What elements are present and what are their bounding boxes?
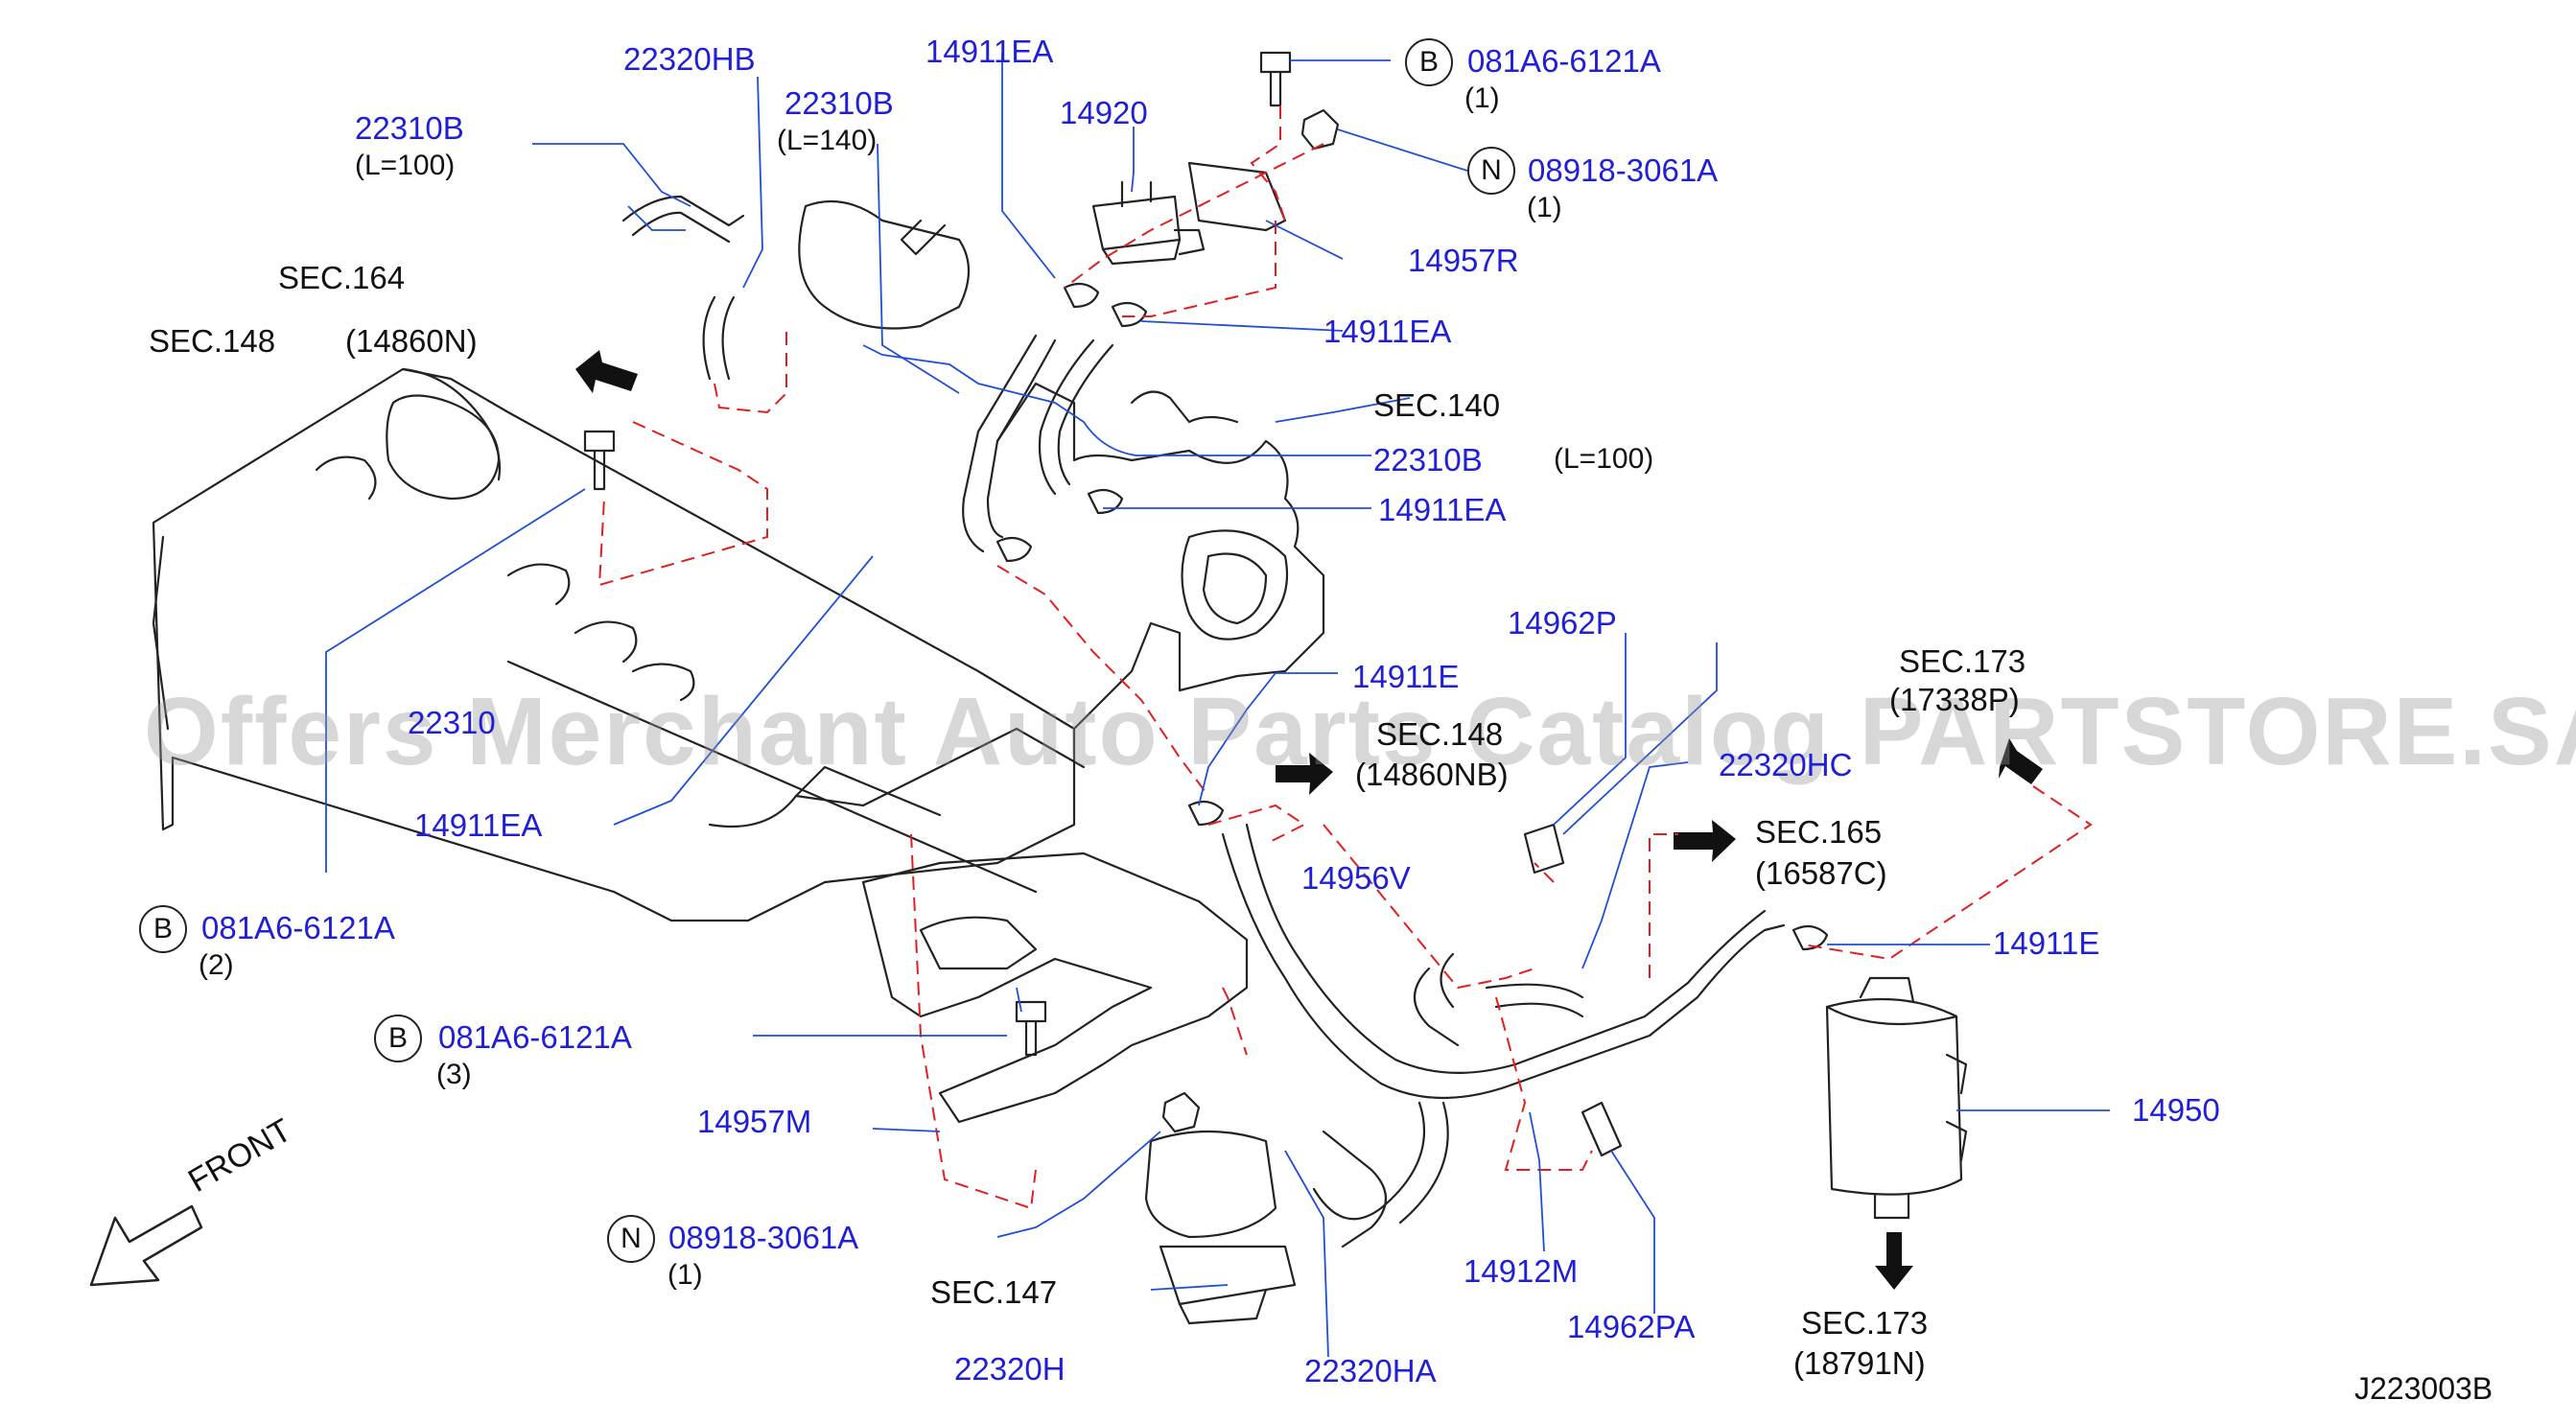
label-sec164[interactable]: SEC.164	[278, 260, 406, 295]
throttle-body-outline	[995, 382, 1325, 731]
label-sec147[interactable]: SEC.147	[930, 1274, 1058, 1310]
label-14911ea-top[interactable]: 14911EA	[925, 34, 1054, 69]
bolt-b-symbol-left: B	[139, 905, 187, 953]
label-14911ea-mid[interactable]: 14911EA	[1323, 314, 1452, 349]
hose-22310b-upper	[621, 195, 745, 244]
arrow-sec148	[575, 350, 638, 393]
label-14962p[interactable]: 14962P	[1508, 605, 1617, 641]
label-16587c: (16587C)	[1755, 855, 1887, 891]
label-bolt-b-left-qty: (2)	[199, 949, 234, 981]
label-14911e-b[interactable]: 14911E	[1993, 925, 2100, 961]
arrow-sec173-bot	[1875, 1232, 1913, 1290]
nut-n-symbol-low: N	[607, 1215, 655, 1263]
label-nut-n-low[interactable]: 08918-3061A	[668, 1220, 859, 1255]
label-22320h[interactable]: 22320H	[954, 1351, 1066, 1387]
label-sec173-bot[interactable]: SEC.173	[1801, 1305, 1929, 1341]
label-14911ea-left[interactable]: 14911EA	[414, 807, 543, 843]
label-22310-partial[interactable]: 22310	[408, 705, 496, 740]
label-sec148-b[interactable]: SEC.148	[1376, 716, 1504, 752]
hose-upper-left	[702, 295, 736, 381]
diagram-code: J223003B	[2354, 1371, 2494, 1406]
label-14957m[interactable]: 14957M	[697, 1104, 812, 1139]
bolt-b-symbol-top: B	[1405, 38, 1453, 86]
label-sec173-top[interactable]: SEC.173	[1899, 643, 2026, 679]
label-bolt-b-mid-qty: (3)	[436, 1059, 472, 1090]
label-nut-n-top-qty: (1)	[1527, 192, 1562, 223]
label-14911ea-low[interactable]: 14911EA	[1378, 492, 1507, 527]
label-22310b-b[interactable]: 22310B	[785, 85, 894, 121]
hose-14956v	[1221, 823, 1786, 1100]
label-17338p: (17338P)	[1889, 682, 2020, 717]
arrow-sec173-top	[1999, 738, 2043, 784]
label-14860nb: (14860NB)	[1355, 757, 1509, 792]
label-18791n: (18791N)	[1793, 1345, 1926, 1381]
clamp	[1063, 282, 1100, 309]
label-22310b-a[interactable]: 22310B	[355, 110, 464, 146]
label-14957r[interactable]: 14957R	[1408, 243, 1519, 278]
bolt-mid	[1015, 1000, 1047, 1057]
label-bolt-b-mid[interactable]: 081A6-6121A	[438, 1019, 632, 1055]
label-nut-n-low-qty: (1)	[667, 1259, 703, 1291]
label-bolt-b-top[interactable]: 081A6-6121A	[1467, 43, 1661, 79]
label-22320hb[interactable]: 22320HB	[623, 41, 756, 77]
label-bolt-b-left[interactable]: 081A6-6121A	[201, 910, 395, 945]
label-14860n: (14860N)	[345, 323, 478, 359]
bracket-14957m	[861, 851, 1249, 1124]
label-sec165[interactable]: SEC.165	[1755, 814, 1883, 850]
engine-block-outline	[152, 367, 1076, 922]
nut-top	[1300, 108, 1340, 151]
label-22310b-c-length: (L=100)	[1554, 443, 1654, 475]
hose-main-upper	[962, 334, 1057, 553]
label-14920[interactable]: 14920	[1060, 95, 1148, 130]
label-14962pa[interactable]: 14962PA	[1567, 1309, 1696, 1344]
label-14956v[interactable]: 14956V	[1301, 860, 1411, 896]
label-sec148[interactable]: SEC.148	[149, 323, 276, 359]
label-sec140[interactable]: SEC.140	[1373, 387, 1501, 423]
arrow-sec148b	[1276, 753, 1333, 795]
watermark: Offers Merchant Auto Parts Catalog PARTS…	[144, 678, 2576, 785]
label-22320hc[interactable]: 22320HC	[1719, 747, 1853, 782]
bolt-left	[583, 430, 616, 491]
nut-n-symbol-top: N	[1467, 147, 1515, 195]
arrow-sec165	[1674, 820, 1736, 862]
label-nut-n-top[interactable]: 08918-3061A	[1528, 152, 1719, 188]
front-arrow	[89, 1204, 203, 1287]
nut-low	[1161, 1091, 1201, 1133]
control-valve-14912m	[1144, 1130, 1277, 1239]
label-14950[interactable]: 14950	[2132, 1092, 2220, 1128]
label-22310b-c[interactable]: 22310B	[1373, 442, 1483, 478]
label-14912m[interactable]: 14912M	[1464, 1253, 1579, 1289]
bolt-b-symbol-mid: B	[374, 1015, 422, 1062]
label-22320ha[interactable]: 22320HA	[1304, 1353, 1437, 1388]
bolt-top	[1259, 51, 1292, 107]
label-bolt-b-top-qty: (1)	[1464, 82, 1500, 114]
label-22310b-a-length: (L=100)	[355, 150, 456, 181]
label-14911e-a[interactable]: 14911E	[1352, 659, 1460, 694]
canister-14950	[1825, 997, 1963, 1196]
label-22310b-b-length: (L=140)	[777, 125, 878, 156]
